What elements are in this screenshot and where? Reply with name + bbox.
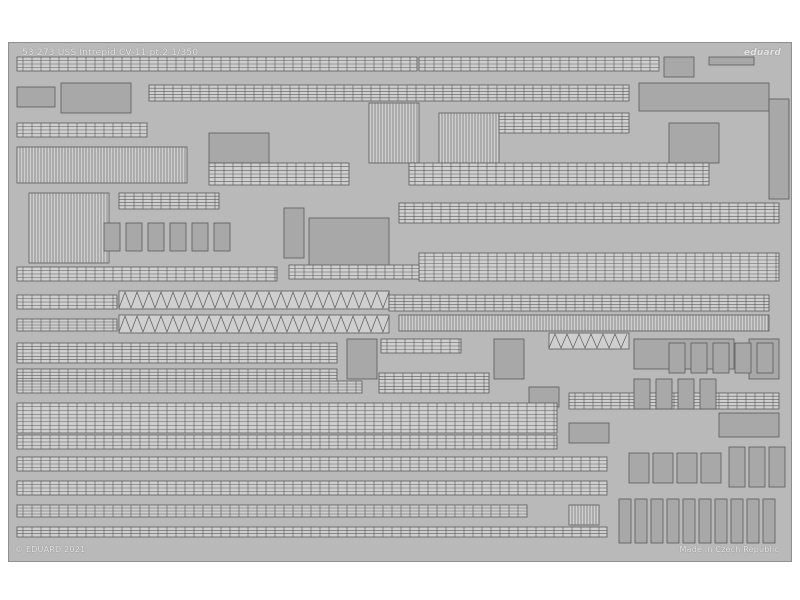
railing-part-42: [388, 294, 770, 312]
mesh-part-30: [28, 192, 110, 264]
part-13: [708, 56, 755, 66]
part-85-6: [714, 498, 728, 544]
part-2: [16, 86, 56, 108]
part-85-0: [618, 498, 632, 544]
truss-part-39-truss: [118, 315, 390, 333]
part-85-9: [762, 498, 776, 544]
part-62-3: [734, 342, 752, 374]
mesh-part-24: [16, 146, 188, 184]
part-66-2: [676, 452, 698, 484]
truss-part-40-truss: [118, 291, 390, 309]
part-85-7: [730, 498, 744, 544]
mesh-part-11: [368, 102, 420, 164]
part-85-3: [666, 498, 680, 544]
part-79-1: [748, 446, 766, 488]
part-85-8: [746, 498, 760, 544]
part-66-1: [652, 452, 674, 484]
part-12: [663, 56, 695, 78]
part-63-0: [633, 378, 651, 410]
part-63-3: [699, 378, 717, 410]
truss-part-47-truss: [548, 333, 628, 349]
part-85-5: [698, 498, 712, 544]
part-45: [493, 338, 525, 380]
part-85-1: [634, 498, 648, 544]
fret-parts: [16, 56, 790, 544]
part-17: [768, 98, 790, 200]
part-28-1: [125, 222, 143, 252]
part-5: [208, 132, 270, 164]
part-62-1: [690, 342, 708, 374]
truss-part-47: [548, 332, 630, 350]
part-85-4: [682, 498, 696, 544]
part-79-2: [768, 446, 786, 488]
part-15: [668, 122, 720, 164]
part-66-3: [700, 452, 722, 484]
part-3: [60, 82, 132, 114]
part-22: [283, 207, 305, 259]
part-14: [638, 82, 770, 112]
part-28-0: [103, 222, 121, 252]
part-63-1: [655, 378, 673, 410]
railing-part-81: [16, 526, 608, 538]
part-68: [568, 422, 610, 444]
part-66-0: [628, 452, 650, 484]
brand-logo: eduard: [743, 48, 781, 58]
part-85-2: [650, 498, 664, 544]
part-28-4: [191, 222, 209, 252]
part-63-2: [677, 378, 695, 410]
origin-text: Made in Czech Republic: [679, 545, 779, 554]
mesh-part-43: [398, 314, 770, 332]
part-62-2: [712, 342, 730, 374]
photo-etch-fret: 53 273 USS Intrepid CV-11 pt.2 1/350 edu…: [8, 42, 792, 562]
part-28-5: [213, 222, 231, 252]
fret-title: 53 273 USS Intrepid CV-11 pt.2 1/350: [22, 48, 199, 58]
part-62-4: [756, 342, 774, 374]
copyright-text: © EDUARD 2021: [15, 545, 86, 554]
part-67: [718, 412, 780, 438]
part-79-0: [728, 446, 746, 488]
part-56: [346, 338, 378, 380]
part-62-0: [668, 342, 686, 374]
part-28-3: [169, 222, 187, 252]
railing-part-21: [118, 192, 220, 210]
part-28-2: [147, 222, 165, 252]
